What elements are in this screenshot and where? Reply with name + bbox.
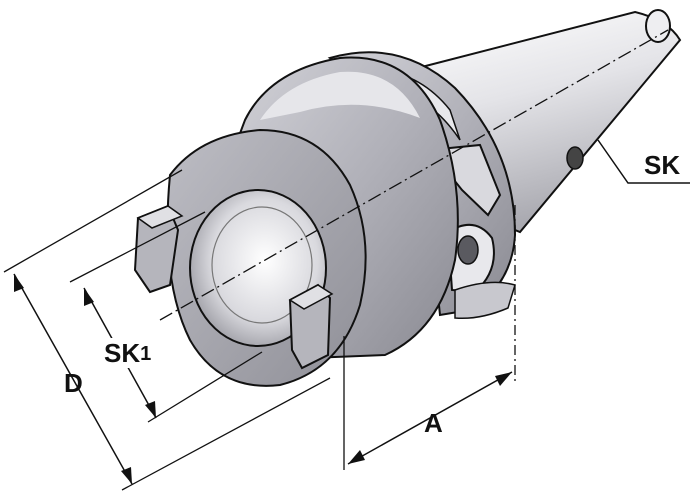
centre-line [159, 29, 669, 321]
body-highlight [260, 71, 420, 120]
sk1-ext-bottom [147, 351, 263, 423]
a-arrow-right [495, 372, 512, 386]
flange-lower-rim [454, 281, 516, 320]
label-d: D [64, 368, 83, 398]
a-arrow-left [348, 450, 365, 464]
sk-leader [597, 139, 690, 184]
shank-hole [566, 146, 584, 170]
sk1-arrow-bottom [145, 401, 156, 418]
label-sk1-main: SK [104, 338, 140, 368]
sk1-ext-top [69, 211, 206, 283]
label-sk1-subscript: 1 [140, 343, 151, 365]
d-dimension-line [13, 273, 133, 485]
drive-dog-bottom-top [288, 284, 334, 310]
flange-notch [457, 235, 479, 265]
sk1-arrow-top [84, 288, 94, 306]
bore-inner [211, 206, 313, 324]
drive-dog-left-top [136, 205, 184, 229]
d-ext-bottom [121, 377, 331, 491]
d-ext-top [3, 169, 183, 273]
label-a: A [424, 408, 443, 438]
sk1-label-bg [102, 338, 158, 368]
d-arrow-top [14, 274, 24, 292]
label-sk: SK [644, 150, 680, 180]
d-arrow-bottom [121, 467, 132, 484]
a-dimension-line [347, 371, 513, 465]
taper-end-face [645, 9, 671, 43]
label-sk1: SK1 [104, 338, 151, 368]
